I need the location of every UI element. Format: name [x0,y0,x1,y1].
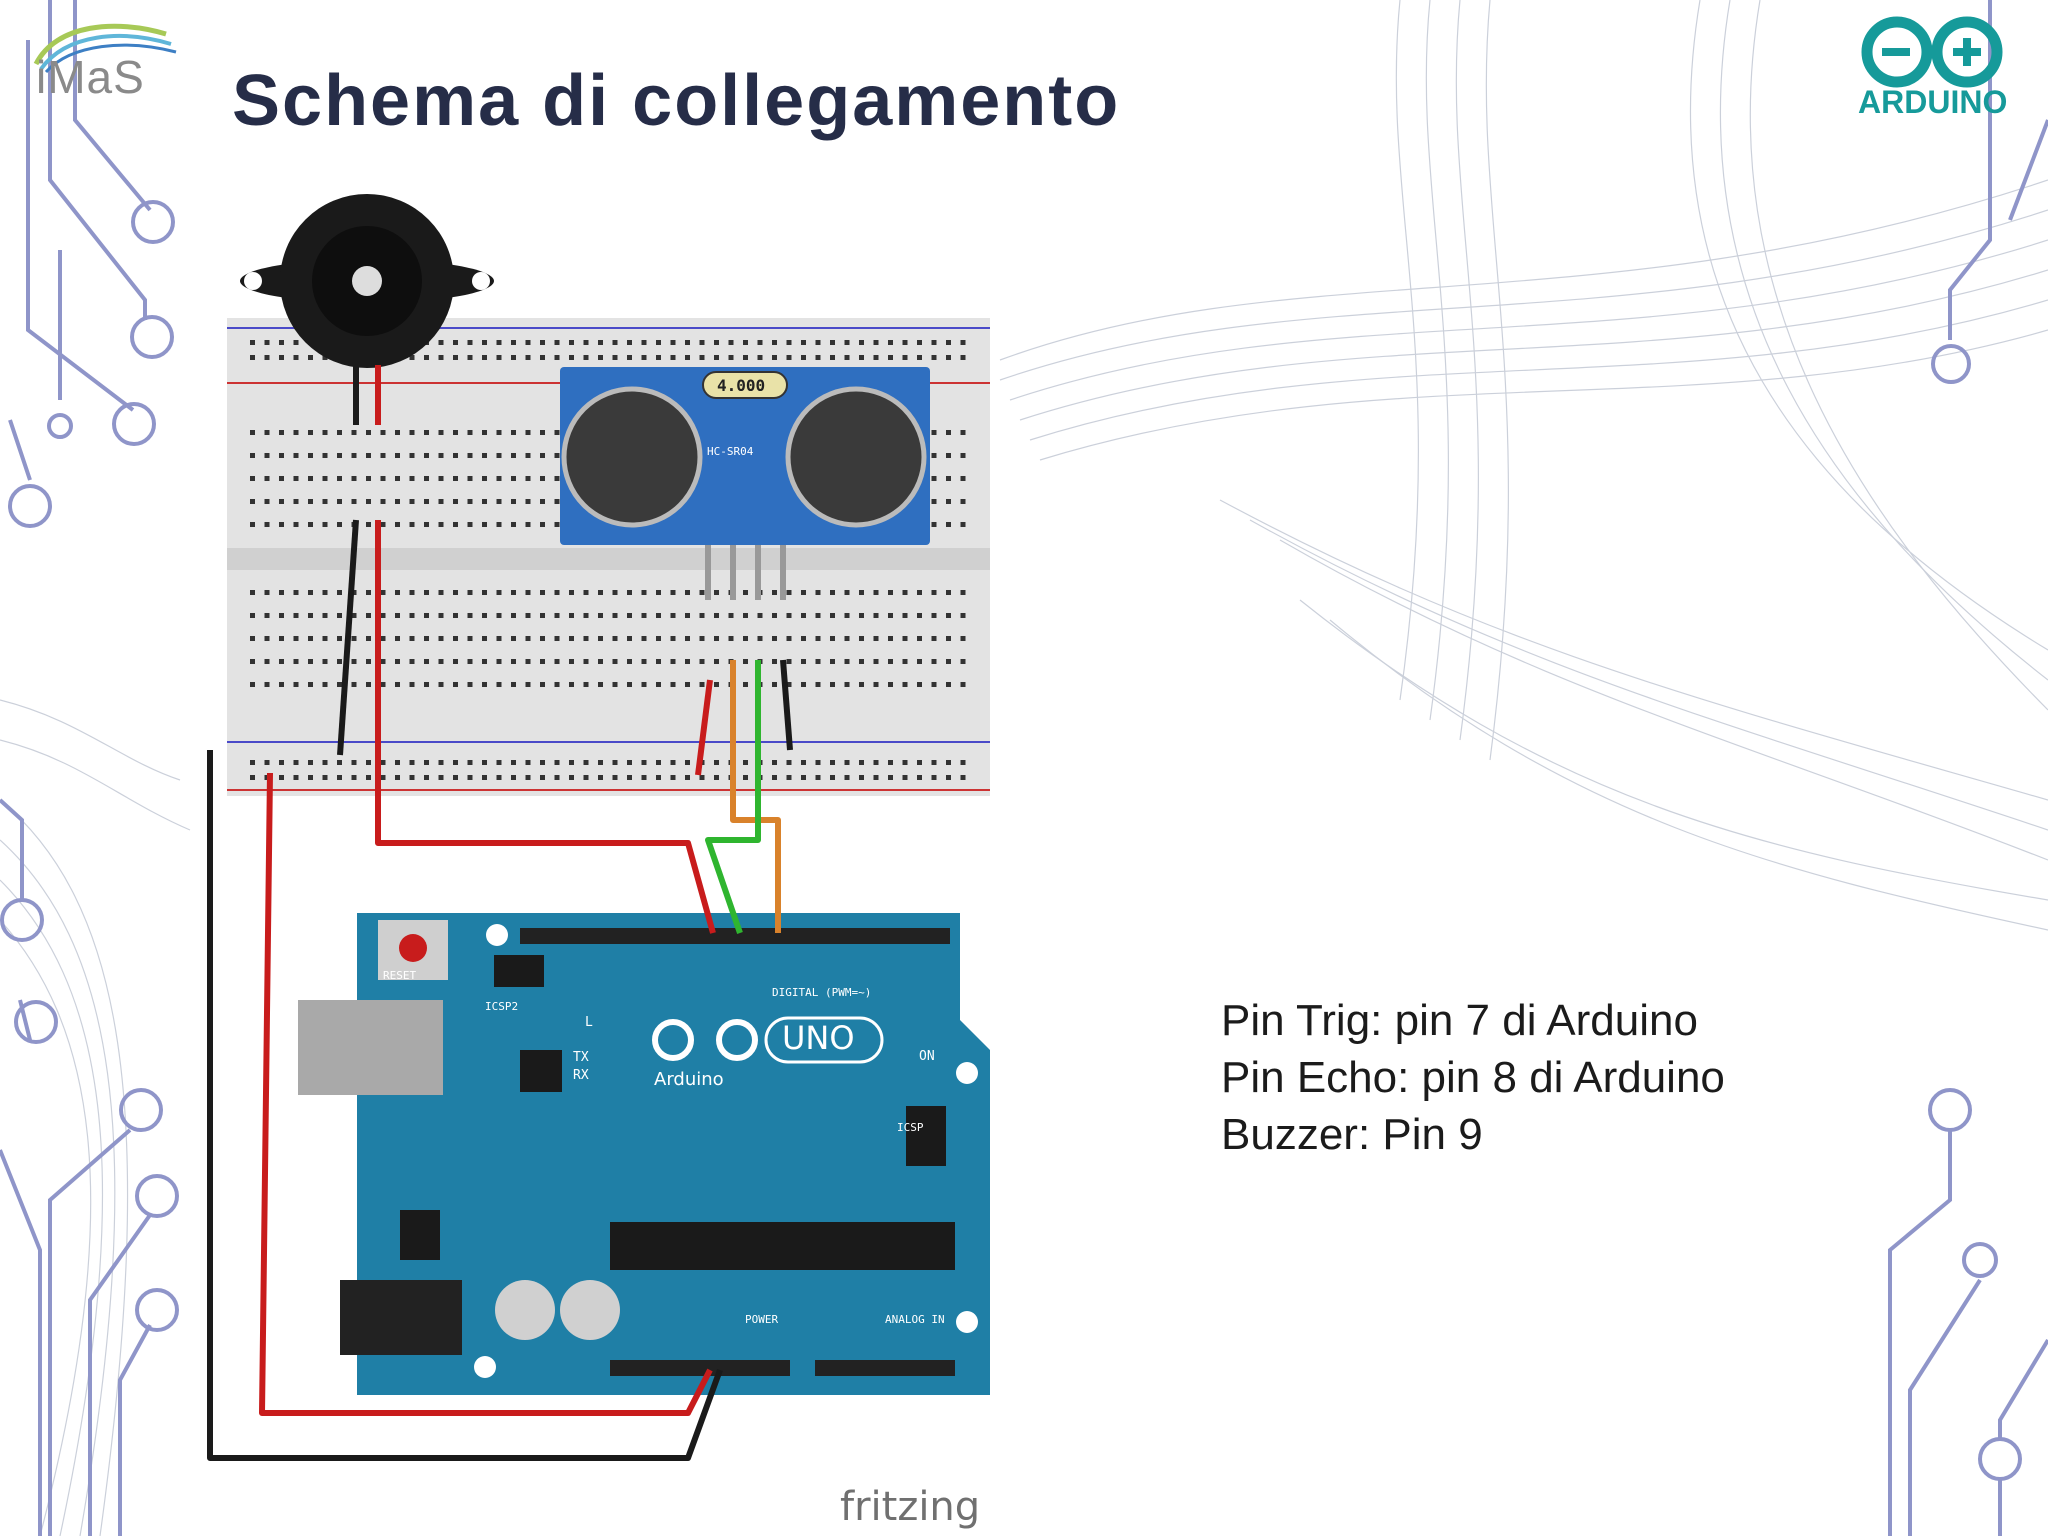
buzzer-pin-line: Buzzer: Pin 9 [1221,1110,1483,1159]
power-label: POWER [745,1313,779,1326]
pin-trig-line: Pin Trig: pin 7 di Arduino [1221,996,1698,1045]
wires [207,519,793,1461]
uno-label: UNO [782,1019,855,1057]
arduino-logo [1852,12,2012,122]
rx-label: RX [573,1068,589,1083]
imas-logo-text: iMaS [36,51,145,103]
buzzer [240,194,494,425]
ultrasonic-sensor [560,367,930,600]
pin-echo-line: Pin Echo: pin 8 di Arduino [1221,1053,1725,1102]
icsp2-label: ICSP2 [485,1000,519,1013]
sensor-crystal-label: 4.000 [717,376,766,395]
arduino-board-label: Arduino [654,1069,724,1090]
digital-label: DIGITAL (PWM=~) [772,986,872,999]
arduino-infinity-icon [1861,16,2003,88]
tx-label: TX [573,1050,589,1065]
arduino-logo-text: ARDUINO [1858,84,2008,120]
arduino-uno-board [298,913,990,1395]
analog-label: ANALOG IN [885,1313,945,1326]
icsp-label: ICSP [897,1121,924,1134]
imas-swoosh-icon [33,23,177,74]
reset-label: RESET [383,969,417,982]
slide-title: Schema di collegamento [232,61,1121,141]
led-l-label: L [585,1015,593,1030]
uno-logo-icon [652,1016,884,1064]
on-label: ON [919,1049,935,1064]
pin-description: Pin Trig: pin 7 di Arduino Pin Echo: pin… [1221,992,1725,1163]
sensor-model-label: HC-SR04 [707,445,754,458]
imas-logo [26,14,186,104]
fritzing-watermark: fritzing [840,1484,981,1530]
wiring-diagram: 4.000 HC-SR04 RESET ICSP2 L TX RX UNO Ar… [207,183,992,1536]
wiring-diagram-svg [207,194,990,1461]
